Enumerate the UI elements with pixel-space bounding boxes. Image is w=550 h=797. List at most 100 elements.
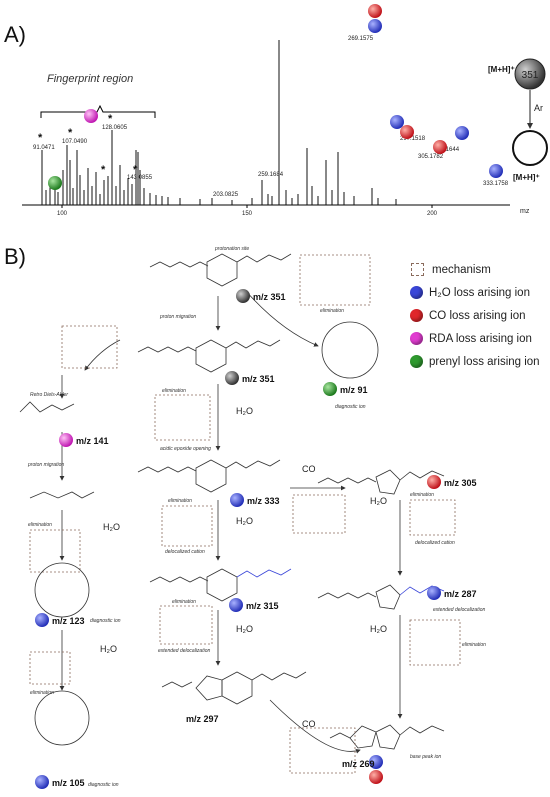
ion-label-287: m/z 287: [444, 589, 477, 599]
h2o-loss-marker-269: [368, 19, 382, 33]
loss-h2o-3: H₂O: [236, 516, 253, 526]
peak-label-269: 269.1575: [348, 36, 374, 42]
mechanism-box-3: [154, 394, 211, 441]
ion-marker-315: [229, 598, 243, 612]
product-ion-label: [M+H]⁺: [513, 173, 540, 182]
note-delocalized-1: delocalized cation: [165, 549, 205, 555]
diagnostic-circle-123: [34, 562, 90, 618]
x-tick-label-100: 100: [57, 211, 68, 217]
note-elimination-5: elimination: [410, 492, 434, 498]
peak-label-203: 203.0825: [213, 192, 239, 198]
mechanism-box-9: [409, 499, 456, 536]
note-elimination-2: elimination: [162, 388, 186, 394]
ion-label-297: m/z 297: [186, 714, 219, 724]
loss-h2o-2: H₂O: [103, 522, 120, 532]
loss-h2o-6: H₂O: [370, 496, 387, 506]
mechanism-box-8: [292, 494, 346, 534]
star-128: *: [108, 113, 113, 125]
h2o-loss-marker-315: [455, 126, 469, 140]
arrow-351-91: [244, 289, 319, 347]
peak-label-333: 333.1758: [483, 181, 509, 187]
ion-marker-269-co: [369, 770, 383, 784]
star-105: *: [68, 127, 73, 139]
blue-dot-icon: [410, 286, 423, 299]
alkyl-chain-333: [137, 466, 197, 473]
mechanism-box-4: [161, 505, 213, 547]
ring-351a: [206, 253, 238, 287]
x-axis-unit: mz: [520, 208, 530, 215]
mechanism-notes: protonation site proton migration elimin…: [27, 246, 486, 788]
x-tick-label-200: 200: [427, 211, 438, 217]
loss-h2o-4: H₂O: [236, 624, 253, 634]
fingerprint-bracket: [40, 104, 156, 118]
ring-333: [195, 459, 227, 493]
ion-label-333: m/z 333: [247, 496, 280, 506]
peak-label-305: 305.1782: [418, 154, 444, 160]
mechanism-box-1: [299, 254, 371, 306]
legend-item-rda: RDA loss arising ion: [410, 327, 540, 350]
ring-297a: [195, 675, 223, 701]
neutral-losses: H₂O H₂O H₂O H₂O H₂O H₂O H₂O CO CO: [100, 406, 387, 729]
fingerprint-label: Fingerprint region: [47, 73, 133, 85]
structure-123-precursor: [29, 491, 95, 499]
side-chain-351b: [225, 339, 281, 349]
peak-label-128: 128.0605: [102, 125, 128, 131]
ion-marker-91: [323, 382, 337, 396]
activation-label: Ar: [534, 103, 543, 113]
structure-141: [19, 401, 75, 413]
alkyl-chain-297: [161, 681, 193, 688]
legend-label-co: CO loss arising ion: [429, 309, 526, 322]
ion-label-123: m/z 123: [52, 616, 85, 626]
product-ion-circle: [512, 130, 548, 166]
green-dot-icon: [410, 355, 423, 368]
ion-marker-287: [427, 586, 441, 600]
legend-item-h2o: H₂O loss arising ion: [410, 281, 540, 304]
spectrum-peaks: [41, 40, 397, 205]
alkyl-chain-351a: [149, 261, 209, 268]
star-91: *: [38, 132, 43, 144]
star-141: *: [133, 164, 138, 176]
note-elimination-4: elimination: [168, 498, 192, 504]
ring-287: [375, 584, 401, 610]
note-proton-migration-2: proton migration: [27, 462, 64, 468]
panel-a-label: A): [4, 22, 26, 47]
mass-spectrum: 100150200250300 mz Fingerprint region * …: [22, 4, 548, 217]
ion-marker-105: [35, 775, 49, 789]
legend-item-mechanism: mechanism: [410, 258, 540, 281]
panel-b-label: B): [4, 244, 26, 269]
alkyl-chain-305: [317, 477, 377, 484]
ion-marker-123: [35, 613, 49, 627]
mechanism-box-2: [61, 325, 118, 369]
h2o-loss-marker-333: [489, 164, 503, 178]
ion-marker-333: [230, 493, 244, 507]
parent-ion-mz: 351: [522, 70, 539, 81]
ion-label-91: m/z 91: [340, 385, 368, 395]
ion-label-269: m/z 269: [342, 759, 375, 769]
side-chain-305: [399, 470, 445, 481]
arrow-351b-141: [84, 339, 121, 371]
note-elimination-7: elimination: [462, 642, 486, 648]
side-chain-269: [399, 725, 445, 736]
mechanism-box-5: [159, 605, 213, 645]
note-elimination-6: elimination: [172, 599, 196, 605]
note-acidic-epoxide: acidic epoxide opening: [160, 446, 211, 452]
mechanism-box-7: [29, 651, 71, 685]
rda-loss-marker-a: [84, 109, 98, 123]
note-base-peak: base peak ion: [410, 754, 441, 760]
legend-item-co: CO loss arising ion: [410, 304, 540, 327]
note-diagnostic-3: diagnostic ion: [88, 782, 119, 788]
loss-co-2: CO: [302, 719, 316, 729]
ion-marker-351b: [225, 371, 239, 385]
ring-315: [206, 568, 238, 602]
peak-label-315: 315.1644: [434, 147, 460, 153]
ion-label-351b: m/z 351: [242, 374, 275, 384]
legend-label-prenyl: prenyl loss arising ion: [429, 355, 540, 368]
note-delocalized-2: delocalized cation: [415, 540, 455, 546]
mechanism-box-10: [409, 619, 461, 666]
legend: mechanism H₂O loss arising ion CO loss a…: [410, 258, 540, 373]
legend-label-mechanism: mechanism: [432, 263, 491, 276]
ring-269b: [375, 724, 401, 750]
ion-label-141: m/z 141: [76, 436, 109, 446]
star-120: *: [101, 164, 106, 176]
alkyl-chain-351b: [137, 346, 197, 353]
